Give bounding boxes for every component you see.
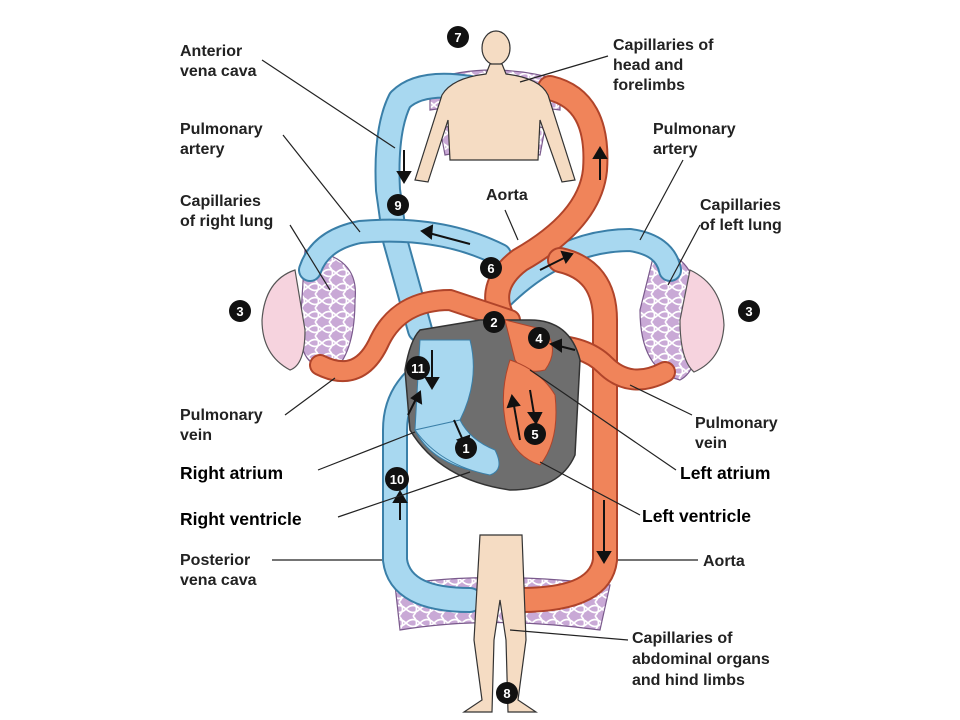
marker-3-right: 3 bbox=[738, 300, 760, 322]
label-posterior-vena-cava: Posterior vena cava bbox=[180, 552, 257, 589]
svg-text:3: 3 bbox=[236, 304, 243, 319]
labels: Anterior vena cava Capillaries of head a… bbox=[180, 37, 785, 689]
marker-9: 9 bbox=[387, 194, 409, 216]
marker-6: 6 bbox=[480, 257, 502, 279]
lower-body-figure bbox=[462, 534, 538, 713]
step-markers: 7 9 6 3 3 2 4 11 5 1 10 8 bbox=[229, 26, 760, 704]
upper-body-figure bbox=[414, 30, 576, 183]
deoxygenated-vessels bbox=[298, 72, 682, 613]
svg-text:4: 4 bbox=[535, 331, 543, 346]
right-lung bbox=[261, 269, 306, 371]
marker-8: 8 bbox=[496, 682, 518, 704]
label-capillaries-left-lung: Capillaries of left lung bbox=[700, 197, 785, 234]
svg-text:5: 5 bbox=[531, 427, 538, 442]
svg-text:7: 7 bbox=[454, 30, 461, 45]
leader-lines bbox=[261, 55, 701, 641]
label-pulmonary-vein-left: Pulmonary vein bbox=[695, 415, 782, 452]
marker-7: 7 bbox=[447, 26, 469, 48]
label-right-ventricle: Right ventricle bbox=[180, 509, 302, 529]
marker-3-left: 3 bbox=[229, 300, 251, 322]
label-pulmonary-artery-right: Pulmonary artery bbox=[180, 121, 267, 158]
svg-text:1: 1 bbox=[462, 441, 469, 456]
marker-5: 5 bbox=[524, 423, 546, 445]
label-aorta-top: Aorta bbox=[486, 187, 528, 204]
svg-text:10: 10 bbox=[390, 472, 404, 487]
label-capillaries-abdominal: Capillaries of abdominal organs and hind… bbox=[632, 630, 774, 689]
label-left-atrium: Left atrium bbox=[680, 463, 770, 483]
label-capillaries-head: Capillaries of head and forelimbs bbox=[613, 37, 718, 94]
label-right-atrium: Right atrium bbox=[180, 463, 283, 483]
marker-10: 10 bbox=[385, 467, 409, 491]
marker-4: 4 bbox=[528, 327, 550, 349]
marker-11: 11 bbox=[406, 356, 430, 380]
left-lung bbox=[679, 269, 725, 373]
label-aorta-bottom: Aorta bbox=[703, 553, 745, 570]
svg-text:2: 2 bbox=[490, 315, 497, 330]
label-pulmonary-vein-right: Pulmonary vein bbox=[180, 407, 267, 444]
label-capillaries-right-lung: Capillaries of right lung bbox=[180, 193, 273, 230]
svg-text:8: 8 bbox=[503, 686, 510, 701]
svg-text:3: 3 bbox=[745, 304, 752, 319]
label-anterior-vena-cava: Anterior vena cava bbox=[180, 43, 257, 80]
label-left-ventricle: Left ventricle bbox=[642, 506, 751, 526]
svg-text:9: 9 bbox=[394, 198, 401, 213]
marker-1: 1 bbox=[455, 437, 477, 459]
svg-text:6: 6 bbox=[487, 261, 494, 276]
marker-2: 2 bbox=[483, 311, 505, 333]
svg-text:11: 11 bbox=[411, 361, 425, 376]
label-pulmonary-artery-left: Pulmonary artery bbox=[653, 121, 740, 158]
